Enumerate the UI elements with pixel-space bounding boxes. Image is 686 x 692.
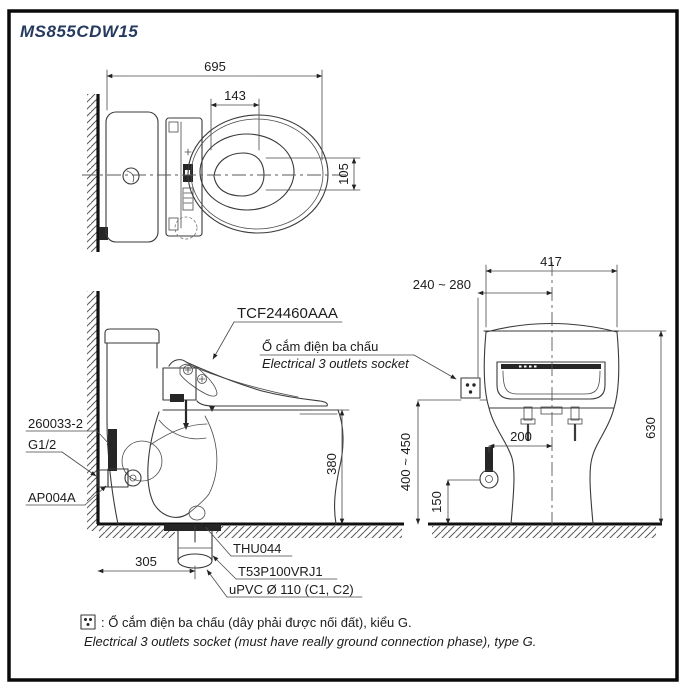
dim-380: 380 [311,409,350,525]
page-title: MS855CDW15 [20,22,138,41]
svg-text:305: 305 [135,554,157,569]
dim-400-450: 400 ~ 450 [398,400,421,525]
dim-240-280: 240 ~ 280 [413,277,553,378]
seat-front [496,361,606,400]
label-thread: G1/2 [25,437,97,477]
floor-hatch [216,526,402,538]
svg-text:400 ~ 450: 400 ~ 450 [398,433,413,491]
label-valve: AP004A [25,485,107,506]
supply-valve-side [97,423,208,488]
lid-top [187,114,329,234]
svg-text:TCF24460AAA: TCF24460AAA [237,305,338,322]
drawing-frame [7,9,679,682]
svg-text:200: 200 [510,429,532,444]
bowl-side [147,409,344,525]
note-line-vi: : Ổ cắm điện ba chấu (dây phải được nối … [101,615,412,630]
bowl-front [488,407,615,525]
dim-200: 200 [488,429,553,453]
svg-text:T53P100VRJ1: T53P100VRJ1 [238,564,323,579]
svg-text:143: 143 [224,88,246,103]
svg-text:630: 630 [643,417,658,439]
svg-text:105: 105 [336,163,351,185]
wall-hatch [87,94,98,252]
front-view: 417 240 ~ 280 630 400 ~ 450 200 150 [398,254,667,538]
svg-text:260033-2: 260033-2 [28,416,83,431]
bidet-unit-side [162,359,328,430]
dim-695: 695 [106,59,323,161]
dim-143: 143 [210,88,260,151]
svg-text:uPVC Ø 110 (C1, C2): uPVC Ø 110 (C1, C2) [229,582,354,597]
floor-hatch [432,526,656,538]
svg-text:THU044: THU044 [233,541,281,556]
floor-hatch [99,526,175,538]
supply-valve-front [479,447,499,489]
svg-text:380: 380 [324,453,339,475]
dim-305: 305 [97,554,196,580]
label-flange: THU044 [201,522,293,557]
svg-text:AP004A: AP004A [28,490,76,505]
drain-pipe [164,524,221,569]
side-view: TCF24460AAA Ổ cắm điện ba chấu Electrica… [25,291,457,598]
dim-417: 417 [485,254,618,328]
dim-105: 105 [265,157,361,191]
power-socket-icon [80,614,96,630]
top-view: 695 143 105 [82,59,361,252]
label-socket: Ổ cắm điện ba chấu Electrical 3 outlets … [259,339,457,380]
note-line-en: Electrical 3 outlets socket (must have r… [84,634,536,649]
tank-top [105,111,159,243]
svg-text:240 ~ 280: 240 ~ 280 [413,277,471,292]
footnote: : Ổ cắm điện ba chấu (dây phải được nối … [80,614,536,649]
wall-hatch [87,291,98,531]
svg-text:G1/2: G1/2 [28,437,56,452]
power-socket-icon [417,377,488,401]
dim-630: 630 [619,330,667,525]
tank-front [483,322,620,409]
mounting-bolts [520,406,583,441]
svg-text:Electrical 3 outlets socket: Electrical 3 outlets socket [262,356,410,371]
label-drain-joint: T53P100VRJ1 [212,555,338,580]
flush-knob [122,167,140,185]
svg-text:150: 150 [429,491,444,513]
dim-150: 150 [429,479,481,525]
svg-text:417: 417 [540,254,562,269]
label-hose: 260033-2 [25,416,113,448]
label-pipe-spec: uPVC Ø 110 (C1, C2) [206,569,363,598]
svg-text:695: 695 [204,59,226,74]
svg-text:Ổ cắm điện ba chấu: Ổ cắm điện ba chấu [262,339,378,354]
label-seat-unit: TCF24460AAA [212,305,343,360]
